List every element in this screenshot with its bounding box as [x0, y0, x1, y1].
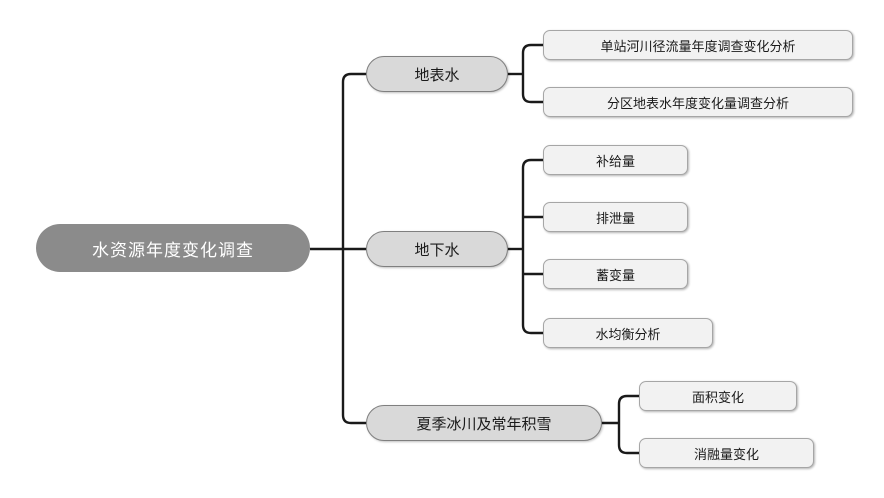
leaf-node-regional-surface-water-analysis[interactable]: 分区地表水年度变化量调查分析 — [543, 87, 853, 117]
leaf-node-area-change[interactable]: 面积变化 — [639, 381, 797, 411]
leaf-node-single-station-runoff-analysis[interactable]: 单站河川径流量年度调查变化分析 — [543, 30, 853, 60]
branch-node-surface-water[interactable]: 地表水 — [366, 56, 508, 92]
branch-node-glacier-snow[interactable]: 夏季冰川及常年积雪 — [366, 405, 602, 441]
leaf-node-melt-amount-change[interactable]: 消融量变化 — [639, 438, 814, 468]
branch-node-groundwater[interactable]: 地下水 — [366, 231, 508, 267]
leaf-node-storage-change[interactable]: 蓄变量 — [543, 259, 688, 289]
leaf-node-water-balance-analysis[interactable]: 水均衡分析 — [543, 318, 713, 348]
leaf-node-discharge[interactable]: 排泄量 — [543, 202, 688, 232]
root-node[interactable]: 水资源年度变化调查 — [36, 224, 310, 272]
leaf-node-recharge[interactable]: 补给量 — [543, 145, 688, 175]
